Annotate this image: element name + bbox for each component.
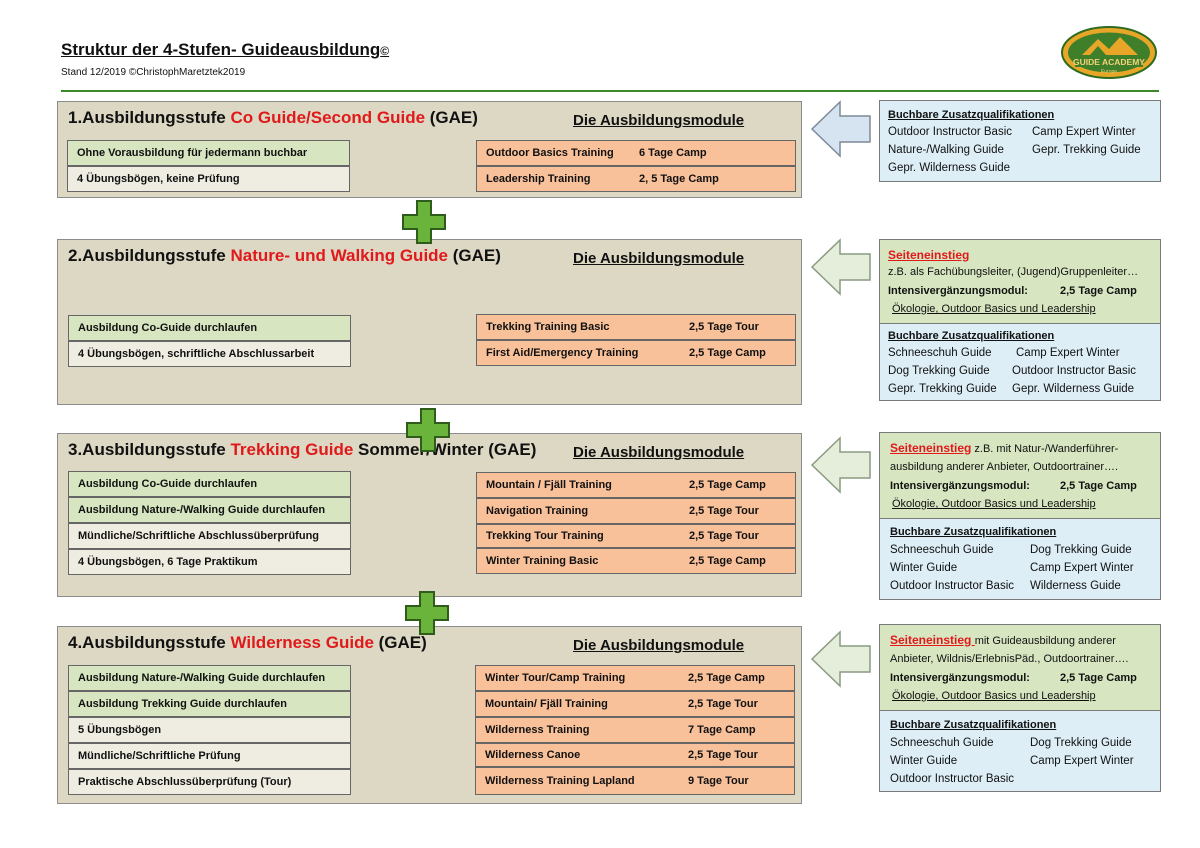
requirement-box: Ohne Vorausbildung für jedermann buchbar xyxy=(67,140,350,166)
plus-icon xyxy=(405,591,449,635)
requirement-box: 4 Übungsbögen, 6 Tage Praktikum xyxy=(68,549,351,575)
side-panel-2: Seiteneinstieg z.B. als Fachübungsleiter… xyxy=(879,239,1161,401)
arrow-left-icon xyxy=(810,630,871,688)
seiteneinstieg-section: Seiteneinstieg z.B. mit Natur-/Wanderfüh… xyxy=(880,433,1160,519)
requirement-box: Ausbildung Co-Guide durchlaufen xyxy=(68,315,351,341)
stage-title: 3.Ausbildungsstufe Trekking Guide Sommer… xyxy=(68,440,537,459)
copyright-mark: © xyxy=(380,44,390,58)
plus-icon xyxy=(406,408,450,452)
guide-academy-logo: GUIDE ACADEMY Europe xyxy=(1061,26,1157,79)
logo-text: GUIDE ACADEMY xyxy=(1073,57,1145,67)
zusatz-section: Buchbare Zusatzqualifikationen Schneesch… xyxy=(880,324,1160,400)
logo-subtext: Europe xyxy=(1101,69,1117,75)
stage-1: 1.Ausbildungsstufe Co Guide/Second Guide… xyxy=(57,101,802,198)
requirement-box: Mündliche/Schriftliche Abschlussüberprüf… xyxy=(68,523,351,549)
header-divider xyxy=(61,90,1159,92)
requirement-box: Mündliche/Schriftliche Prüfung xyxy=(68,743,351,769)
seiteneinstieg-section: Seiteneinstieg z.B. als Fachübungsleiter… xyxy=(880,240,1160,324)
side-panel-1: Buchbare Zusatzqualifikationen Outdoor I… xyxy=(879,100,1161,182)
stage-4: 4.Ausbildungsstufe Wilderness Guide (GAE… xyxy=(57,626,802,804)
stage-3: 3.Ausbildungsstufe Trekking Guide Sommer… xyxy=(57,433,802,597)
stage-title: 2.Ausbildungsstufe Nature- und Walking G… xyxy=(68,246,501,265)
arrow-left-icon xyxy=(810,100,871,158)
requirement-box: Praktische Abschlussüberprüfung (Tour) xyxy=(68,769,351,795)
requirement-box: 5 Übungsbögen xyxy=(68,717,351,743)
page-subtitle: Stand 12/2019 ©ChristophMaretztek2019 xyxy=(61,67,246,78)
arrow-left-icon xyxy=(810,238,871,296)
side-panel-3: Seiteneinstieg z.B. mit Natur-/Wanderfüh… xyxy=(879,432,1161,600)
modules-title: Die Ausbildungsmodule xyxy=(573,637,745,654)
requirement-box: Ausbildung Trekking Guide durchlaufen xyxy=(68,691,351,717)
seiteneinstieg-section: Seiteneinstieg mit Guideausbildung ander… xyxy=(880,625,1160,711)
requirement-box: Ausbildung Nature-/Walking Guide durchla… xyxy=(68,665,351,691)
stage-title: 1.Ausbildungsstufe Co Guide/Second Guide… xyxy=(68,108,478,127)
stage-2: 2.Ausbildungsstufe Nature- und Walking G… xyxy=(57,239,802,405)
zusatz-section: Buchbare Zusatzqualifikationen Schneesch… xyxy=(880,711,1160,791)
modules-title: Die Ausbildungsmodule xyxy=(573,250,745,267)
modules-title: Die Ausbildungsmodule xyxy=(573,444,745,461)
requirement-box: 4 Übungsbögen, keine Prüfung xyxy=(67,166,350,192)
stage-title: 4.Ausbildungsstufe Wilderness Guide (GAE… xyxy=(68,633,427,652)
modules-title: Die Ausbildungsmodule xyxy=(573,112,745,129)
arrow-left-icon xyxy=(810,436,871,494)
zusatz-section: Buchbare Zusatzqualifikationen Schneesch… xyxy=(880,519,1160,599)
requirement-box: 4 Übungsbögen, schriftliche Abschlussarb… xyxy=(68,341,351,367)
requirement-box: Ausbildung Co-Guide durchlaufen xyxy=(68,471,351,497)
zusatz-section: Buchbare Zusatzqualifikationen Outdoor I… xyxy=(880,101,1160,181)
requirement-box: Ausbildung Nature-/Walking Guide durchla… xyxy=(68,497,351,523)
page-title: Struktur der 4-Stufen- Guideausbildung© xyxy=(61,40,390,59)
side-panel-4: Seiteneinstieg mit Guideausbildung ander… xyxy=(879,624,1161,792)
plus-icon xyxy=(402,200,446,244)
